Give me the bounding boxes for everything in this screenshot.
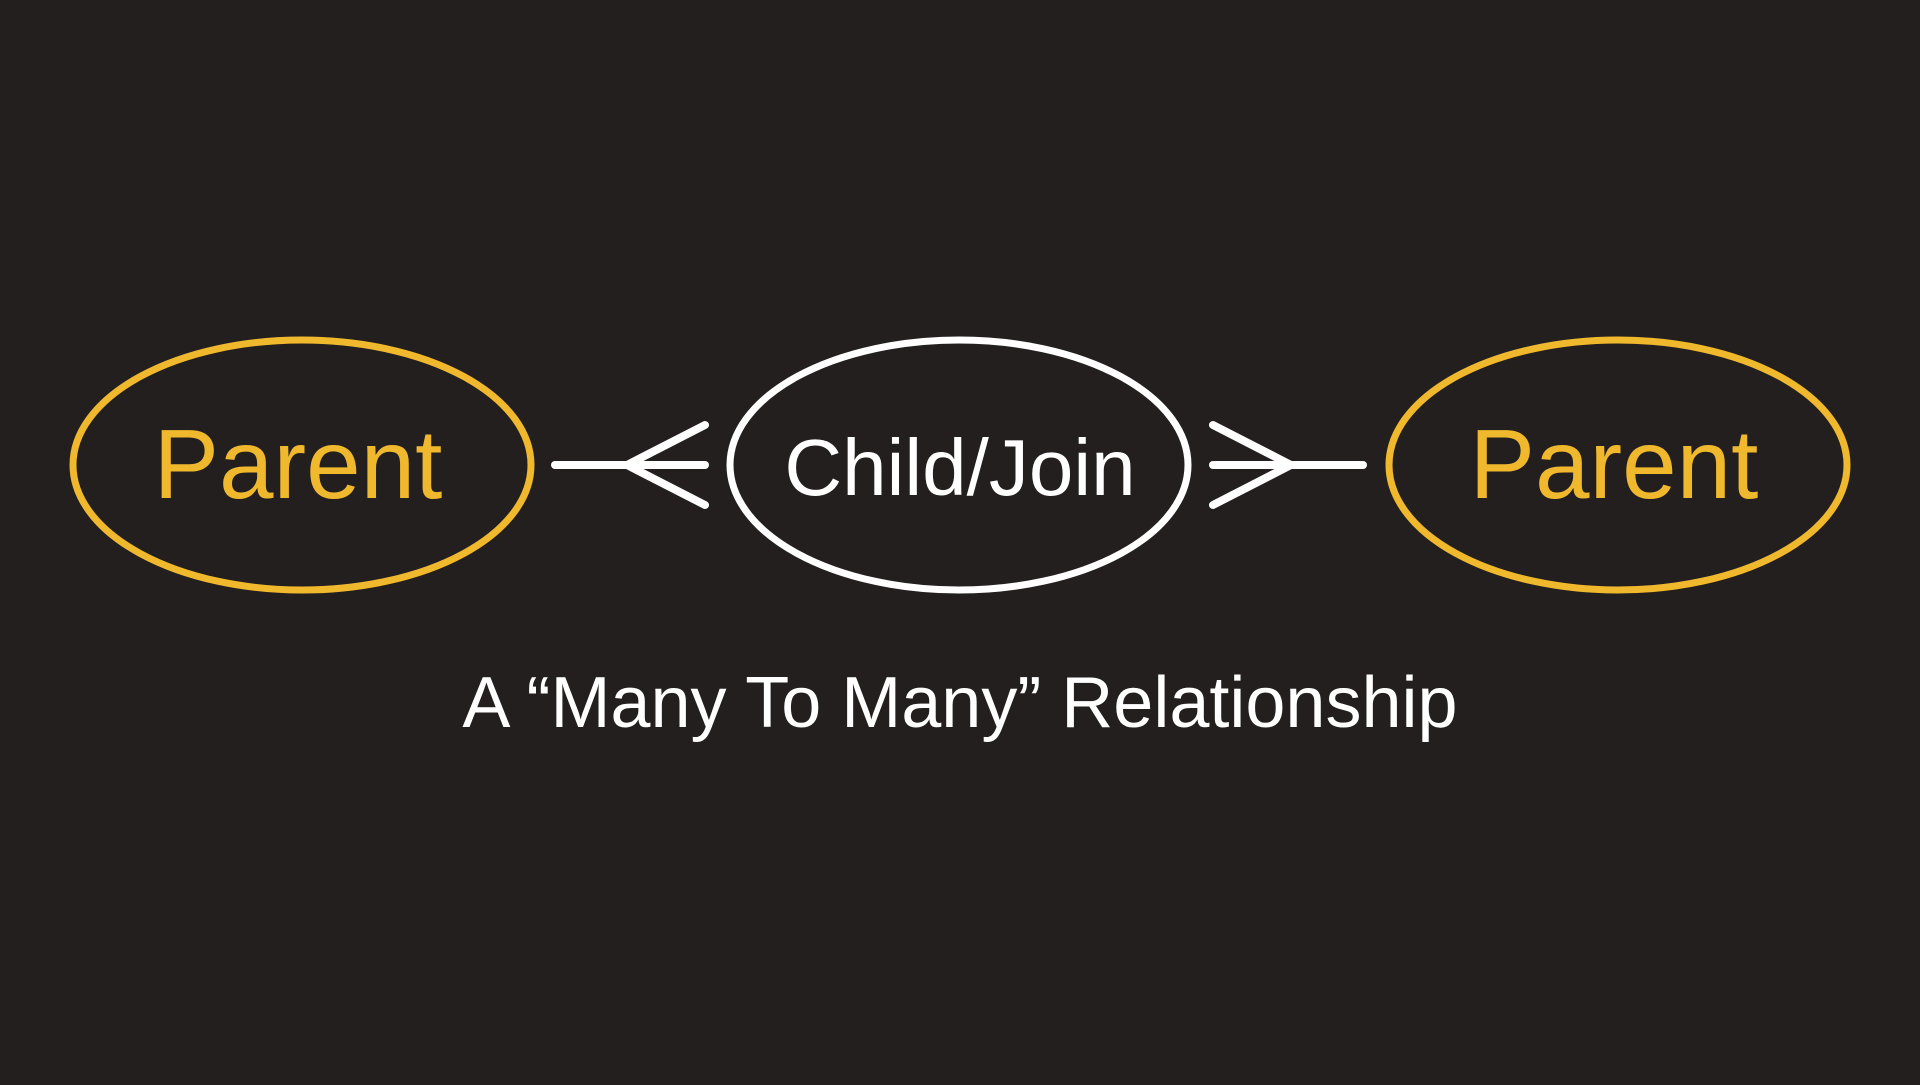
entity-right-parent: Parent	[1385, 336, 1851, 594]
entity-right-parent-shape	[1385, 336, 1851, 594]
entity-left-parent: Parent	[69, 336, 535, 594]
crow-foot-left-lower-prong	[623, 461, 709, 509]
entity-child-join-shape	[726, 336, 1192, 594]
entity-right-parent-label: Parent	[1470, 409, 1759, 519]
connector-left	[551, 421, 709, 509]
diagram-caption: A “Many To Many” Relationship	[462, 663, 1457, 743]
connector-right	[1209, 421, 1367, 509]
entity-child-join: Child/Join	[726, 336, 1192, 594]
entity-child-join-label: Child/Join	[784, 423, 1135, 512]
entity-left-parent-shape	[69, 336, 535, 594]
crow-foot-left-upper-prong	[623, 421, 709, 469]
crow-foot-right-lower-prong	[1209, 461, 1295, 509]
entity-left-parent-label: Parent	[154, 409, 443, 519]
crow-foot-right-upper-prong	[1209, 421, 1295, 469]
